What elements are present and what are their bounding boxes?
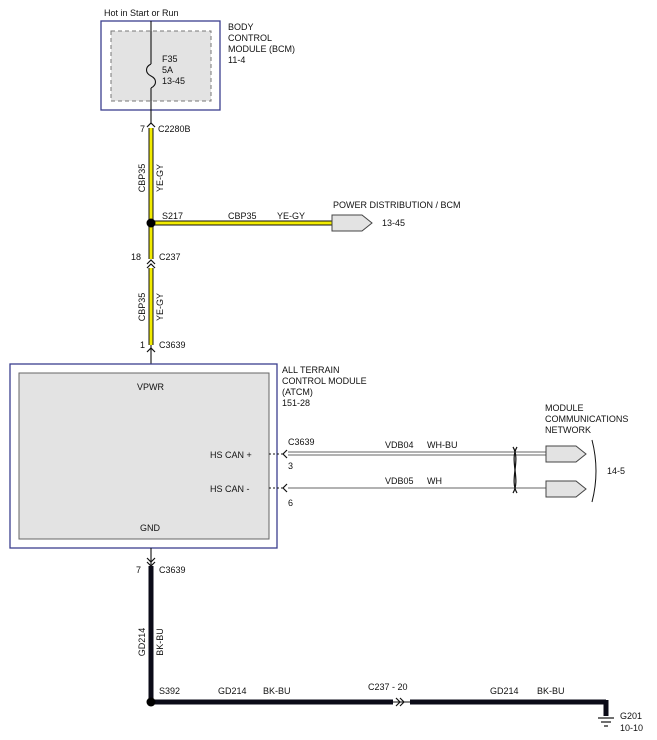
- power-distribution-ref: 13-45: [382, 218, 405, 228]
- bcm-title-line1: BODY: [228, 22, 254, 32]
- ground-symbol: [598, 717, 614, 727]
- ground-ref: 10-10: [620, 723, 643, 733]
- bcm-title-line2: CONTROL: [228, 33, 272, 43]
- s392-label: S392: [159, 686, 180, 696]
- c3639-bottom-connector-top: [146, 557, 156, 563]
- ground-name: G201: [620, 711, 642, 721]
- c237-pin: 18: [131, 252, 141, 262]
- vdb04-wire[interactable]: [288, 451, 546, 456]
- s217-splice: [146, 218, 156, 228]
- network-arrow-can-high[interactable]: [545, 445, 587, 463]
- atcm-hscan-minus-pin: HS CAN -: [210, 484, 250, 494]
- atcm-ref: 151-28: [282, 398, 310, 408]
- cbp35-upper-circuit: CBP35: [137, 164, 147, 193]
- vdb05-color: WH: [427, 476, 442, 486]
- c3639-top-connector-symbol: [146, 347, 156, 353]
- c2280b-label: C2280B: [158, 124, 191, 134]
- gd214-left-circuit: GD214: [218, 686, 247, 696]
- c3639-can-label: C3639: [288, 437, 315, 447]
- c237-connector-top: [146, 259, 156, 265]
- fuse-rating: 5A: [162, 65, 173, 75]
- vdb04-color: WH-BU: [427, 440, 458, 450]
- power-condition-label: Hot in Start or Run: [104, 8, 179, 18]
- gd214-left-color: BK-BU: [263, 686, 291, 696]
- network-title-line3: NETWORK: [545, 425, 591, 435]
- gd214-vertical-color: BK-BU: [155, 628, 165, 656]
- network-bracket: [591, 439, 597, 503]
- atcm-title-line3: (ATCM): [282, 387, 313, 397]
- c237-connector-bottom: [146, 263, 156, 269]
- c237-gnd-connector-right: [399, 697, 405, 707]
- fuse-symbol: [145, 63, 157, 89]
- network-title-line1: MODULE: [545, 403, 584, 413]
- c3639-top-label: C3639: [159, 340, 186, 350]
- cbp35-horiz-circuit: CBP35: [228, 211, 257, 221]
- cbp35-upper-color: YE-GY: [155, 164, 165, 192]
- cbp35-lower-color: YE-GY: [155, 293, 165, 321]
- twisted-pair-symbol-b: [512, 446, 518, 494]
- fuse-ref: 13-45: [162, 76, 185, 86]
- vdb04-circuit: VDB04: [385, 440, 414, 450]
- atcm-vpwr-pin: VPWR: [137, 382, 165, 392]
- c2280b-connector-symbol: [146, 122, 156, 128]
- atcm-title-line1: ALL TERRAIN: [282, 365, 340, 375]
- atcm-title-line2: CONTROL MODULE: [282, 376, 367, 386]
- atcm-hscan-plus-pin: HS CAN +: [210, 450, 252, 460]
- atcm-inner: [18, 372, 270, 540]
- power-distribution-label: POWER DISTRIBUTION / BCM: [333, 200, 461, 210]
- network-ref: 14-5: [607, 466, 625, 476]
- c3639-can-pin-hi: 3: [288, 461, 293, 471]
- c3639-can-pin-lo: 6: [288, 498, 293, 508]
- c2280b-pin: 7: [140, 124, 145, 134]
- c3639-top-pin: 1: [140, 340, 145, 350]
- s392-splice: [146, 697, 156, 707]
- c3639-can-minus-connector: [282, 483, 288, 493]
- atcm-gnd-pin: GND: [140, 523, 161, 533]
- c3639-bottom-pin: 7: [136, 565, 141, 575]
- c3639-can-plus-connector: [282, 449, 288, 459]
- bcm-title-line3: MODULE (BCM): [228, 44, 295, 54]
- vdb05-circuit: VDB05: [385, 476, 414, 486]
- fuse-name: F35: [162, 54, 178, 64]
- cbp35-horiz-color: YE-GY: [277, 211, 305, 221]
- gd214-right-circuit: GD214: [490, 686, 519, 696]
- cbp35-lower-circuit: CBP35: [137, 293, 147, 322]
- network-arrow-can-low[interactable]: [545, 480, 587, 498]
- network-title-line2: COMMUNICATIONS: [545, 414, 628, 424]
- s217-label: S217: [162, 211, 183, 221]
- c3639-bottom-label: C3639: [159, 565, 186, 575]
- bcm-fuse-box: [110, 30, 212, 102]
- gd214-right-color: BK-BU: [537, 686, 565, 696]
- gd214-vertical-circuit: GD214: [137, 628, 147, 657]
- c237-gnd-connector-left: [395, 697, 401, 707]
- power-distribution-arrow[interactable]: [331, 214, 373, 232]
- c237-label: C237: [159, 252, 181, 262]
- c237-gnd-label: C237 - 20: [368, 682, 408, 692]
- bcm-ref: 11-4: [228, 55, 245, 65]
